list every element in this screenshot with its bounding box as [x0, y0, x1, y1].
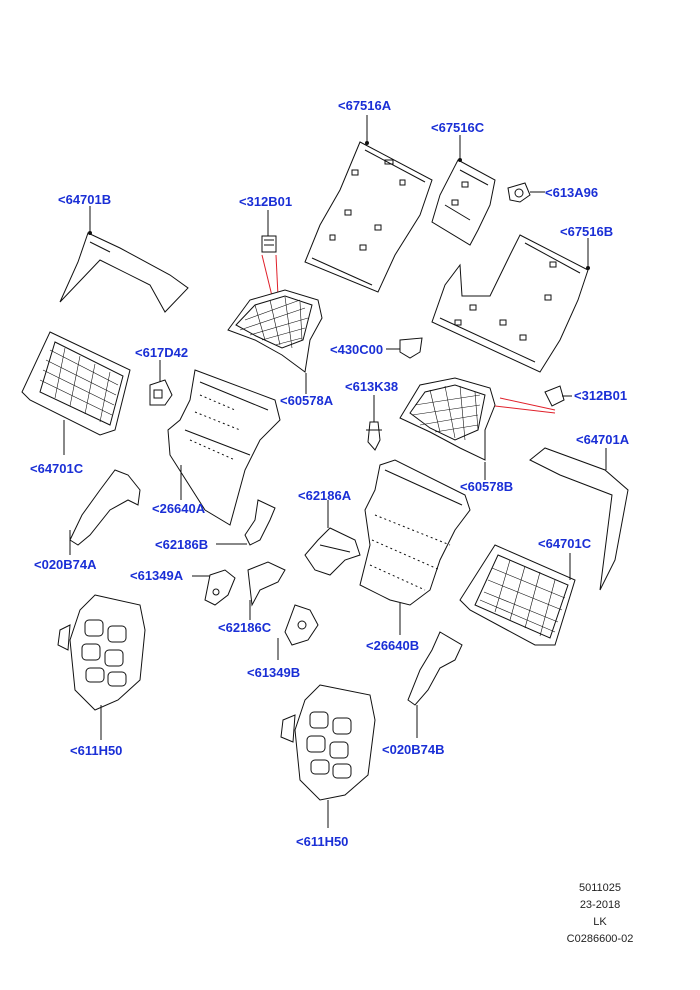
part-62186A-drawing: [304, 527, 361, 576]
part-67516A-drawing: [304, 141, 433, 293]
part-64701B-drawing: [59, 232, 189, 313]
label-62186B[interactable]: <62186B: [155, 537, 209, 552]
part-61349A-drawing: [204, 569, 236, 606]
reference-id: C0286600-02: [566, 933, 634, 945]
part-611H50-bottom-drawing: [280, 684, 376, 801]
part-430C00-drawing: [399, 337, 423, 359]
part-61349B-drawing: [284, 604, 319, 646]
label-312B01-right[interactable]: <312B01: [574, 388, 628, 403]
label-67516A[interactable]: <67516A: [338, 98, 392, 113]
part-62186C-drawing: [247, 561, 286, 607]
reference-code: LK: [593, 916, 607, 928]
label-61349A[interactable]: <61349A: [130, 568, 184, 583]
label-64701C-right[interactable]: <64701C: [538, 536, 592, 551]
part-60578A-drawing: [227, 289, 323, 373]
label-611H50-bottom[interactable]: <611H50: [296, 834, 349, 849]
label-020B74B[interactable]: <020B74B: [382, 742, 445, 757]
label-60578B[interactable]: <60578B: [460, 479, 514, 494]
label-64701C-left[interactable]: <64701C: [30, 461, 84, 476]
label-60578A[interactable]: <60578A: [280, 393, 334, 408]
drawing-reference-block: 5011025 23-2018 LK C0286600-02: [540, 880, 660, 948]
part-26640B-drawing: [359, 459, 471, 606]
label-617D42[interactable]: <617D42: [135, 345, 189, 360]
label-61349B[interactable]: <61349B: [247, 665, 301, 680]
part-64701C-left-drawing: [21, 331, 131, 436]
label-67516C[interactable]: <67516C: [431, 120, 485, 135]
label-611H50-left[interactable]: <611H50: [70, 743, 123, 758]
label-020B74A[interactable]: <020B74A: [34, 557, 97, 572]
part-617D42-drawing: [149, 379, 173, 406]
part-67516B-drawing: [431, 234, 589, 373]
part-312B01-right-drawing: [544, 385, 565, 407]
part-613K38-drawing: [366, 421, 382, 451]
part-020B74A-drawing: [69, 469, 141, 546]
label-62186C[interactable]: <62186C: [218, 620, 272, 635]
label-64701B[interactable]: <64701B: [58, 192, 112, 207]
part-64701A-drawing: [529, 447, 629, 591]
part-312B01-left-drawing: [261, 235, 277, 253]
label-312B01-left[interactable]: <312B01: [239, 194, 293, 209]
label-613A96[interactable]: <613A96: [545, 185, 599, 200]
label-26640B[interactable]: <26640B: [366, 638, 420, 653]
part-67516C-drawing: [431, 159, 496, 246]
reference-number: 5011025: [578, 882, 621, 894]
part-60578B-drawing: [399, 377, 496, 461]
label-62186A[interactable]: <62186A: [298, 488, 352, 503]
label-613K38[interactable]: <613K38: [345, 379, 399, 394]
label-67516B[interactable]: <67516B: [560, 224, 614, 239]
part-62186B-drawing: [244, 499, 276, 546]
label-26640A[interactable]: <26640A: [152, 501, 206, 516]
reference-date: 23-2018: [579, 899, 621, 911]
part-64701C-right-drawing: [459, 544, 576, 646]
part-26640A-drawing: [167, 369, 281, 526]
part-020B74B-drawing: [407, 631, 463, 706]
label-430C00[interactable]: <430C00: [330, 342, 384, 357]
label-64701A[interactable]: <64701A: [576, 432, 630, 447]
part-611H50-left-drawing: [57, 594, 146, 711]
part-613A96-drawing: [507, 182, 531, 203]
